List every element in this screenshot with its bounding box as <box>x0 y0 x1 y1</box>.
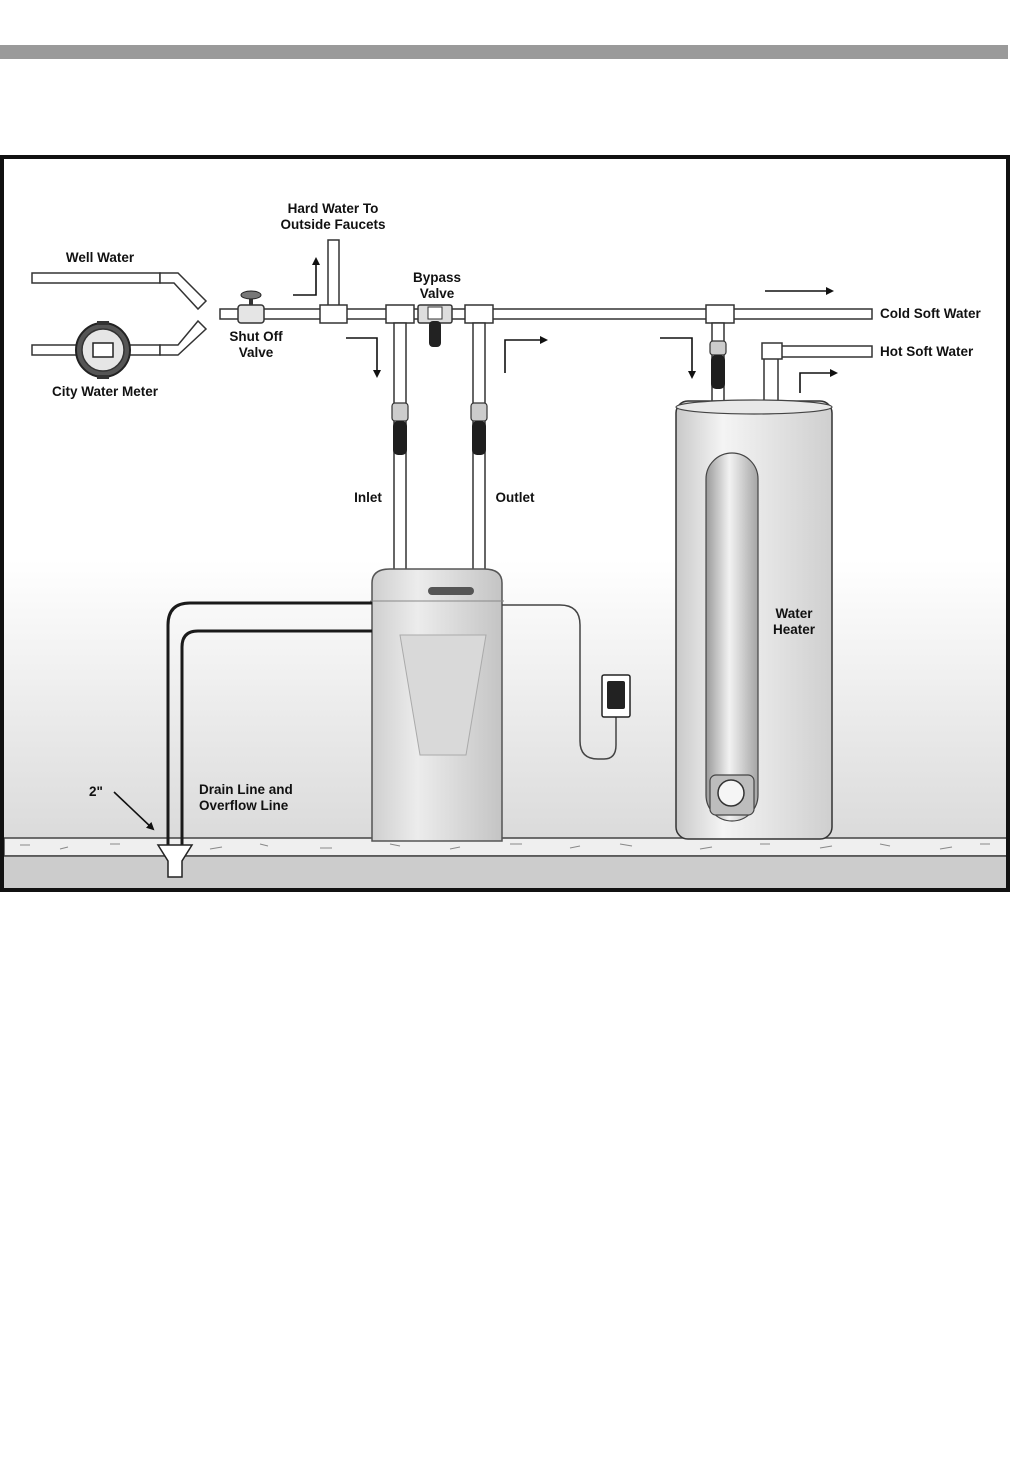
diagram-background <box>2 157 1008 890</box>
diagram-canvas: Hard Water To Outside Faucets Well Water… <box>0 155 1010 892</box>
outside-faucet-riser <box>319 239 348 324</box>
hot-soft-arrow <box>799 369 838 393</box>
cold-soft-water-label: Cold Soft Water <box>880 306 981 321</box>
floor-drain-icon <box>156 844 194 878</box>
hard-water-label-line2: Outside Faucets <box>280 217 385 232</box>
heater-supply-arrow <box>660 337 696 379</box>
outlet-connector-icon <box>470 402 488 455</box>
inlet-label: Inlet <box>354 490 382 505</box>
main-water-line <box>219 308 873 320</box>
bypass-valve-icon <box>417 304 453 347</box>
bypass-valve-label-line1: Bypass <box>413 270 461 285</box>
water-heater-tank <box>675 399 833 840</box>
shut-off-valve-label-line2: Valve <box>239 345 274 360</box>
hot-water-pipe <box>761 342 873 404</box>
drain-line-label-line2: Overflow Line <box>199 798 289 813</box>
power-cord <box>502 604 617 760</box>
well-water-label: Well Water <box>66 250 135 265</box>
hard-water-label-line1: Hard Water To <box>288 201 379 216</box>
water-meter-icon <box>75 321 131 379</box>
shut-off-valve-icon <box>237 290 265 324</box>
bypass-valve-label-line2: Valve <box>420 286 455 301</box>
floor-slab <box>3 837 1009 888</box>
outlet-label: Outlet <box>496 490 536 505</box>
inlet-tee <box>385 304 415 324</box>
water-heater-label-line1: Water <box>775 606 813 621</box>
drain-size-arrow <box>113 791 155 831</box>
heater-connector-icon <box>709 340 727 389</box>
hard-water-arrow <box>293 257 320 296</box>
diagram-frame <box>0 155 1010 892</box>
water-heater-label-line2: Heater <box>773 622 816 637</box>
hot-soft-water-label: Hot Soft Water <box>880 344 974 359</box>
drain-line-label-line1: Drain Line and <box>199 782 293 797</box>
city-water-meter-label: City Water Meter <box>52 384 159 399</box>
installation-diagram: Hard Water To Outside Faucets Well Water… <box>0 155 1012 892</box>
heater-tee <box>705 304 735 324</box>
power-outlet-icon <box>601 674 631 718</box>
outlet-flow-arrow <box>504 336 548 373</box>
inlet-connector-icon <box>391 402 409 455</box>
drain-size-label: 2" <box>89 784 103 799</box>
outlet-tee <box>464 304 494 324</box>
inlet-flow-arrow <box>346 337 381 378</box>
water-softener-unit <box>370 568 504 842</box>
drain-and-overflow-lines <box>166 601 372 845</box>
well-water-pipe <box>31 272 208 311</box>
flow-arrows <box>113 257 838 831</box>
top-rule <box>0 45 1008 59</box>
shut-off-valve-label-line1: Shut Off <box>229 329 283 344</box>
